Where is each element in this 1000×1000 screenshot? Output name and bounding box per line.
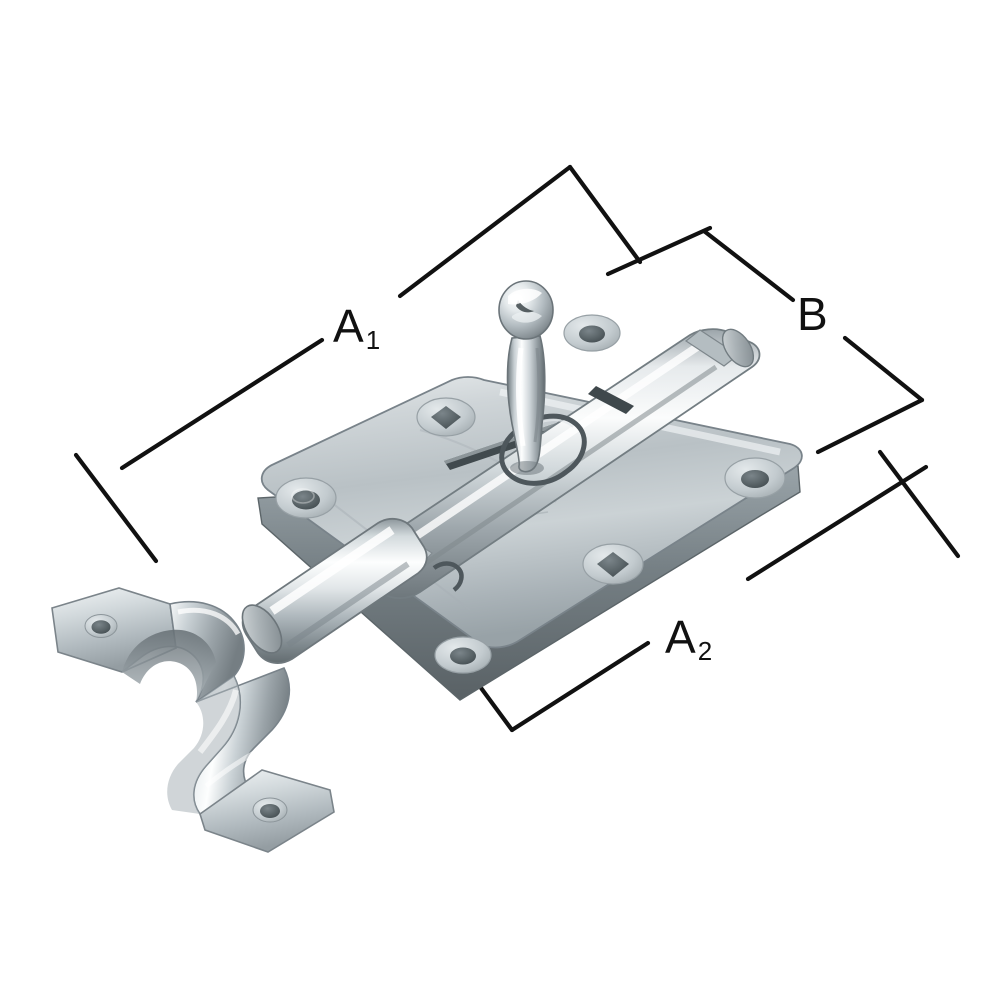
keeper-hole-top: [91, 620, 111, 634]
plate-hole-lower-left-round: [434, 636, 492, 674]
knob-specular: [509, 294, 523, 304]
knob-stem-highlight: [516, 347, 526, 447]
rod-highlight: [269, 526, 395, 615]
keeper-highlight-c: [204, 741, 274, 788]
a1-line-right: [397, 164, 573, 299]
rod-end-cap: [241, 604, 283, 654]
b-line-upper: [701, 228, 796, 303]
plate-hole-upper-right-round: [563, 314, 621, 352]
small-clip: [432, 561, 464, 592]
dimension-b: [605, 225, 925, 455]
a2-tick-right: [877, 449, 961, 559]
keeper-staple: [51, 587, 335, 853]
dimension-label-b-subscript: [828, 313, 830, 343]
plate-hole-right-round: [724, 457, 786, 499]
keeper-hole-bottom: [260, 804, 280, 818]
knob-reflection-b: [512, 311, 542, 323]
knob-stem-shadow: [533, 347, 541, 443]
dimension-a1: [73, 164, 643, 564]
dimension-label-a1-subscript: 1: [365, 325, 381, 356]
b-tick-lower: [815, 397, 925, 455]
dimension-label-a2-base: A: [665, 611, 696, 663]
dimension-label-b: B: [797, 291, 830, 341]
retaining-clip: [499, 413, 587, 486]
b-tick-upper: [605, 225, 713, 277]
plate-hole-upper-square: [416, 397, 476, 437]
keeper-highlight-b: [197, 689, 239, 754]
knob-reflection-dark: [516, 300, 534, 313]
keeper-highlight-a: [177, 607, 241, 636]
b-line-lower: [842, 335, 925, 403]
plate-hole-lower-square: [582, 543, 644, 585]
dimension-label-b-base: B: [797, 288, 828, 340]
rod-shadow: [286, 561, 410, 648]
plate-hole-left-round: [275, 477, 337, 519]
a2-line-right: [745, 464, 929, 582]
housing-stop-tab: [588, 386, 634, 414]
dimension-label-a1-base: A: [333, 300, 364, 352]
dimension-label-a2: A2: [665, 614, 712, 664]
bolt-assembly: [241, 328, 761, 664]
a2-line-left: [509, 640, 651, 733]
keeper-arch-inner-shadow: [122, 629, 216, 702]
a1-tick-right: [567, 164, 643, 265]
housing-end-cap: [721, 328, 755, 368]
dimension-label-a1: A1: [333, 303, 380, 353]
bolt-knob: [498, 280, 554, 475]
bolt-rod: [241, 517, 428, 664]
a1-line-left: [119, 337, 325, 471]
knob-base-shadow: [510, 461, 544, 475]
dimension-lines: [73, 164, 961, 733]
dimension-label-a2-subscript: 2: [697, 636, 713, 667]
a1-tick-left: [73, 452, 159, 564]
